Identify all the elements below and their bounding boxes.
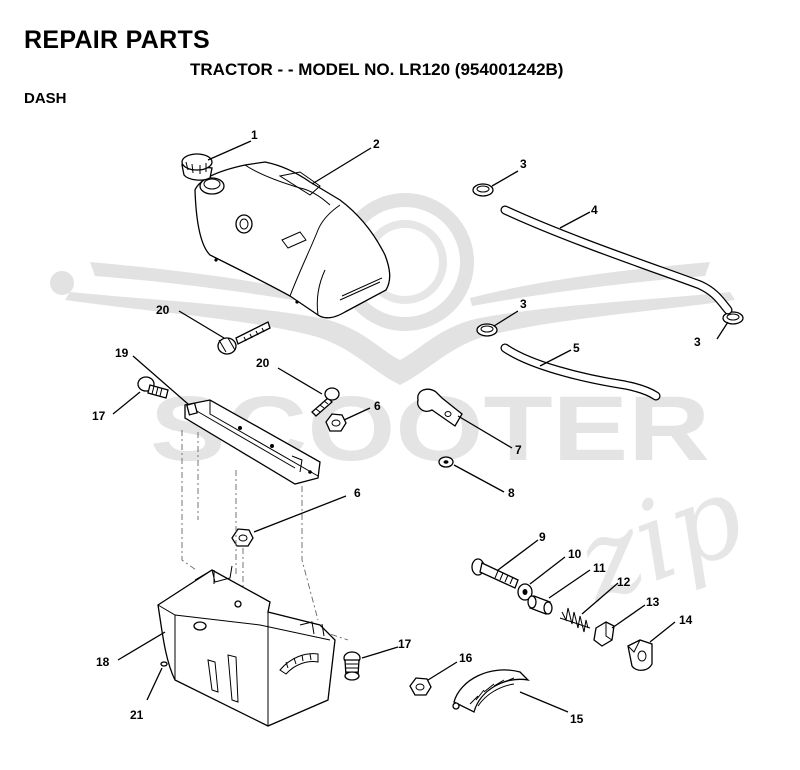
fuel-hose-long	[500, 205, 733, 315]
callout-11: 11	[593, 561, 606, 575]
bolt	[343, 651, 361, 681]
callout-7: 7	[515, 443, 522, 457]
section-label: DASH	[24, 90, 67, 107]
screw	[311, 387, 340, 417]
callout-9: 9	[539, 530, 546, 544]
callout-numbers: 1 2 3 4 3 3 5 20 19 17 20 6 7 8 6 9 10 1…	[92, 128, 701, 726]
screw	[217, 321, 271, 355]
page-title: REPAIR PARTS	[24, 26, 211, 54]
callout-20: 20	[256, 356, 270, 370]
flat-washer	[438, 456, 454, 468]
callout-21: 21	[130, 708, 144, 722]
callout-14: 14	[679, 613, 693, 627]
dash-tank	[194, 161, 391, 319]
rivet	[160, 661, 168, 667]
callout-19: 19	[115, 346, 129, 360]
throttle-knob	[627, 639, 653, 671]
hose-clamp	[722, 311, 744, 325]
callout-5: 5	[573, 341, 580, 355]
callout-6: 6	[374, 399, 381, 413]
callout-6: 6	[354, 486, 361, 500]
dash-bracket	[184, 399, 321, 485]
callout-3: 3	[520, 297, 527, 311]
throttle-lever-clip	[593, 621, 615, 647]
lock-nut	[409, 677, 432, 696]
dash-panel	[157, 565, 336, 727]
carriage-bolt	[471, 558, 519, 589]
callout-4: 4	[591, 203, 598, 217]
callout-17: 17	[398, 637, 412, 651]
callout-3: 3	[694, 335, 701, 349]
callout-8: 8	[508, 486, 515, 500]
hose-clamp	[476, 323, 498, 337]
callout-18: 18	[96, 655, 110, 669]
callout-1: 1	[251, 128, 258, 142]
fuel-cap	[181, 153, 213, 181]
callout-leaders	[112, 140, 729, 713]
hex-nut	[231, 528, 254, 547]
callout-10: 10	[568, 547, 582, 561]
hose-clip	[417, 388, 463, 427]
hose-clamp	[472, 183, 494, 197]
lock-washer	[517, 583, 533, 601]
bolt	[137, 376, 169, 399]
callout-13: 13	[646, 595, 660, 609]
fuel-hose-short	[500, 343, 661, 401]
callout-3: 3	[520, 157, 527, 171]
callout-16: 16	[459, 651, 473, 665]
spacer-tube	[527, 595, 553, 615]
callout-20: 20	[156, 303, 170, 317]
model-subtitle: TRACTOR - - MODEL NO. LR120 (954001242B)	[190, 60, 564, 79]
callout-15: 15	[570, 712, 584, 726]
compression-spring	[559, 607, 591, 633]
throttle-plate	[452, 669, 530, 713]
hex-nut	[325, 413, 347, 432]
callout-2: 2	[373, 137, 380, 151]
callout-17: 17	[92, 409, 106, 423]
callout-12: 12	[617, 575, 631, 589]
